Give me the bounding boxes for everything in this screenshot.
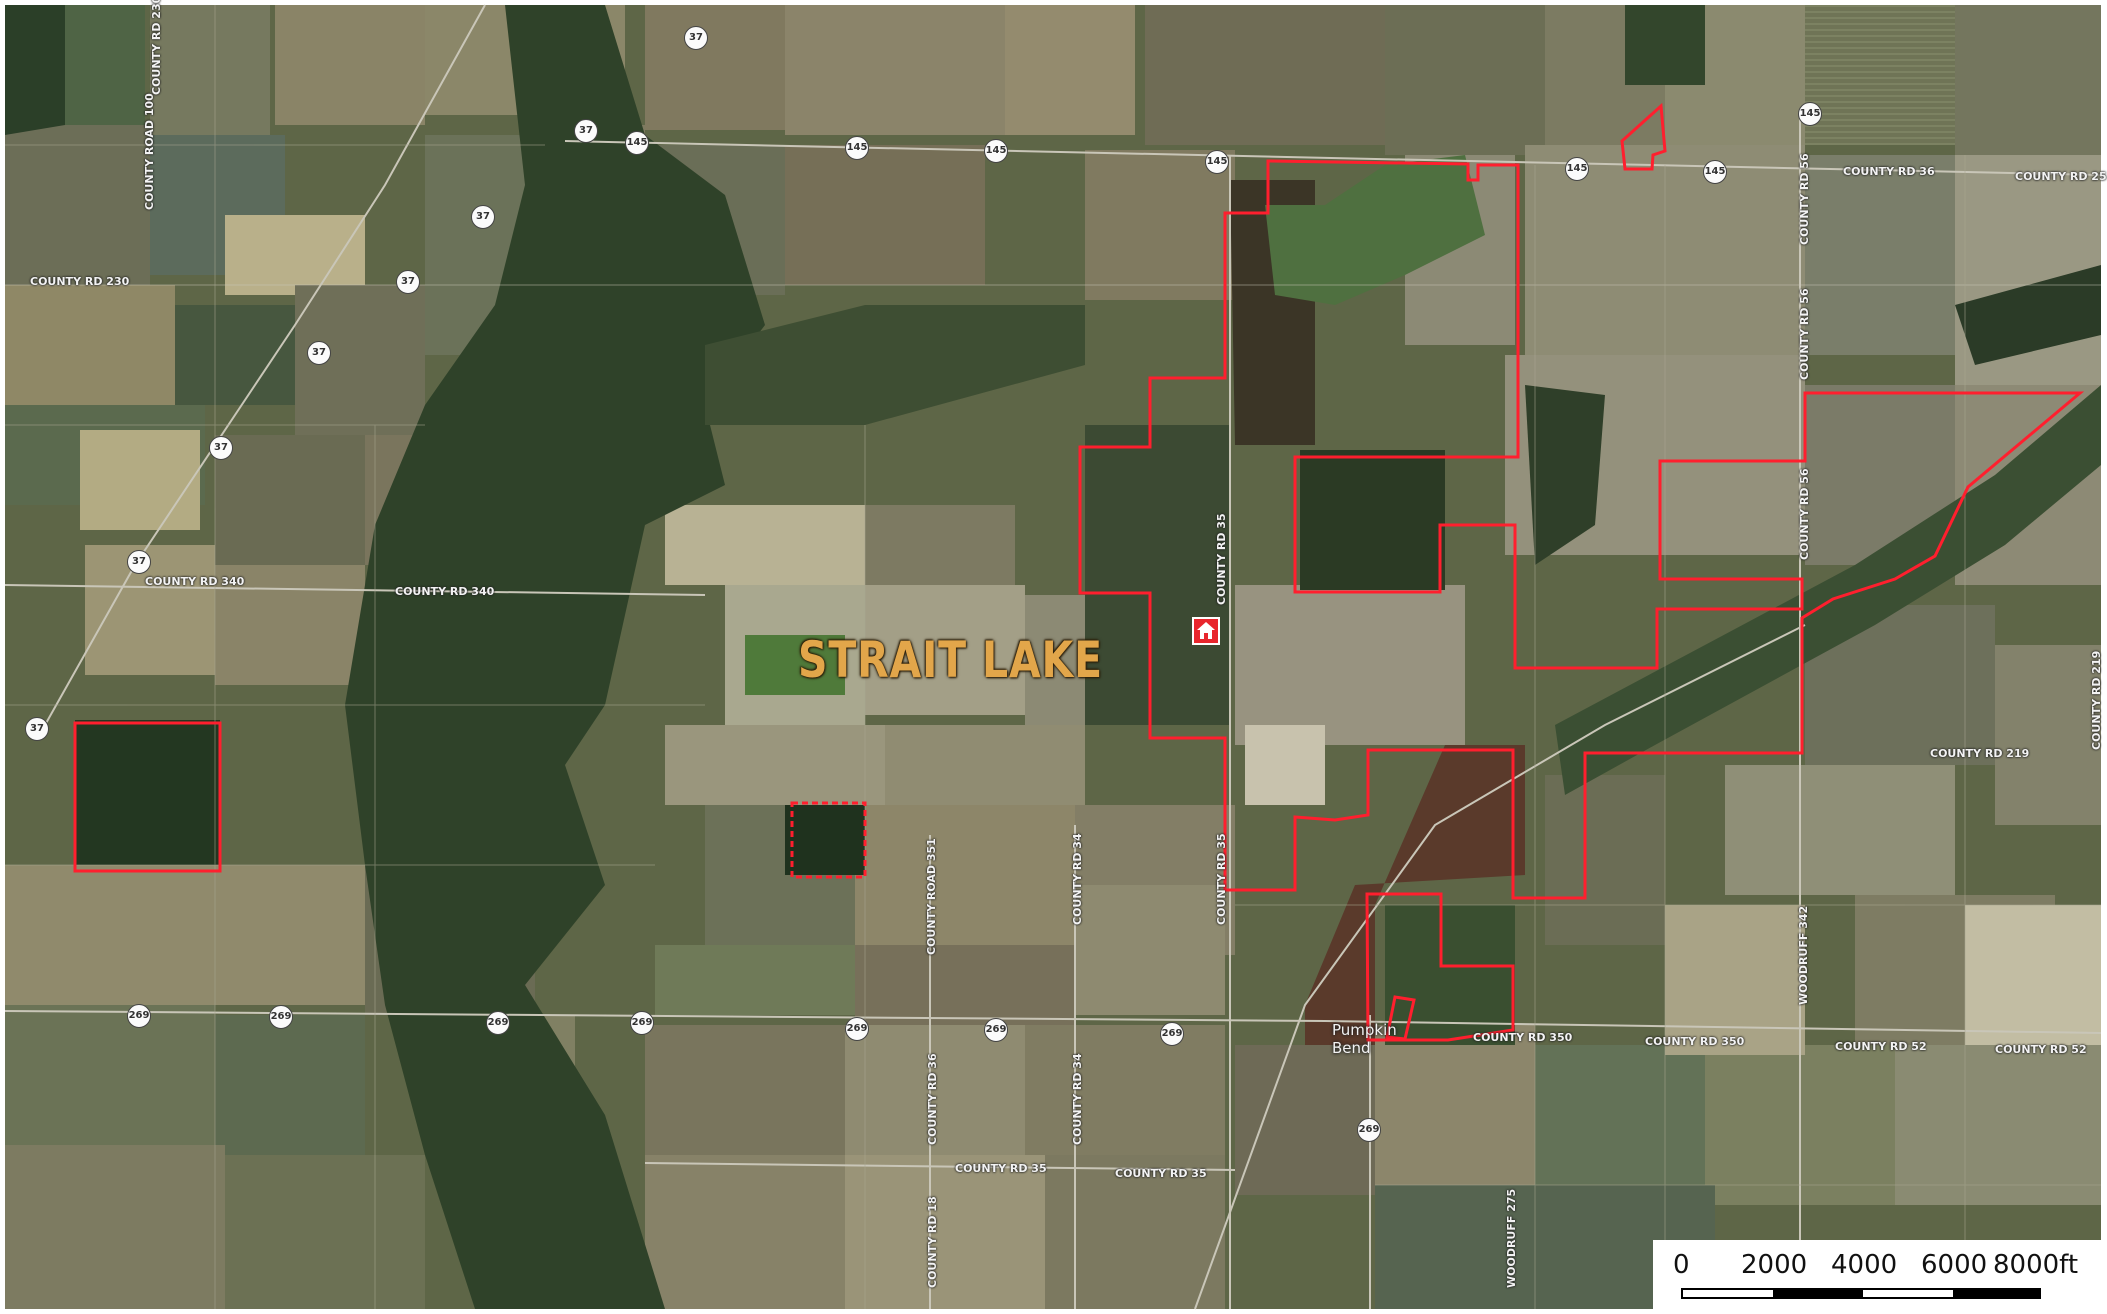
road-label: COUNTY RD 36 [1843, 165, 1935, 178]
road-label-vertical: COUNTY RD 36 [926, 1053, 939, 1145]
field-lines [5, 5, 2101, 1309]
home-icon [1197, 622, 1215, 639]
boundary-dashed-tract [790, 801, 867, 879]
town-label-line-2: Bend [1332, 1039, 1371, 1057]
route-shield: 145 [1703, 160, 1727, 184]
road-label-vertical: COUNTY RD 56 [1798, 468, 1811, 560]
boundary-south-tract [1365, 892, 1515, 1042]
road-label-vertical: COUNTY RD 230 [150, 0, 163, 95]
road-label-vertical: COUNTY RD 35 [1215, 833, 1228, 925]
road-label-vertical: COUNTY RD 35 [1215, 513, 1228, 605]
boundary-small-notch [1385, 995, 1416, 1041]
route-shield: 269 [630, 1011, 654, 1035]
route-shield: 37 [574, 119, 598, 143]
map-imagery [4, 4, 2102, 1310]
route-shield: 269 [1357, 1118, 1381, 1142]
road-label-vertical: COUNTY RD 34 [1071, 833, 1084, 925]
road-label-vertical: WOODRUFF 275 [1505, 1188, 1518, 1288]
route-shield: 145 [625, 131, 649, 155]
route-shield: 37 [471, 205, 495, 229]
town-label-pumpkin-bend: Pumpkin Bend [1332, 1021, 1397, 1057]
road-label-vertical: COUNTY RD 219 [2090, 650, 2103, 750]
road-label: COUNTY RD 35 [1115, 1167, 1207, 1180]
route-shield: 37 [209, 436, 233, 460]
route-shield: 37 [25, 717, 49, 741]
road-label: COUNTY RD 35 [955, 1162, 1047, 1175]
road-label: COUNTY RD 219 [1930, 747, 2030, 760]
road-label: COUNTY RD 350 [1645, 1035, 1745, 1048]
route-shield: 145 [1798, 102, 1822, 126]
road-label-vertical: COUNTY ROAD 100 [143, 93, 156, 210]
scale-bar-segment [1953, 1290, 2039, 1297]
scale-label: 6000 [1921, 1250, 1988, 1280]
road-label-vertical: COUNTY RD 56 [1798, 153, 1811, 245]
route-shield: 145 [1205, 150, 1229, 174]
scale-bar-graphic [1681, 1288, 2041, 1299]
boundary-main-tract [1078, 159, 2085, 900]
scale-bar: 0 2000 4000 6000 8000ft [1653, 1240, 2101, 1314]
route-shield: 37 [684, 26, 708, 50]
road-label: COUNTY RD 350 [1473, 1031, 1573, 1044]
road-label: COUNTY RD 340 [395, 585, 495, 598]
town-label-line-1: Pumpkin [1332, 1021, 1397, 1039]
road-label-vertical: COUNTY ROAD 351 [925, 838, 938, 955]
route-shield: 269 [127, 1004, 151, 1028]
road-label: COUNTY RD 340 [145, 575, 245, 588]
route-shield: 269 [845, 1017, 869, 1041]
satellite-map[interactable]: STRAIT LAKE Pumpkin Bend COUNTY RD 230 C… [4, 0, 2107, 1310]
route-shield: 269 [984, 1018, 1008, 1042]
place-label-strait-lake: STRAIT LAKE [798, 631, 1103, 689]
route-shield: 37 [127, 550, 151, 574]
route-shield: 269 [1160, 1022, 1184, 1046]
scale-label: 2000 [1741, 1250, 1808, 1280]
route-shield: 145 [984, 139, 1008, 163]
road-label-vertical: COUNTY RD 18 [926, 1196, 939, 1288]
road-label: COUNTY RD 52 [1835, 1040, 1927, 1053]
property-marker[interactable] [1192, 617, 1220, 645]
scale-label: 8000ft [1993, 1250, 2079, 1280]
forest-areas [5, 5, 2101, 1309]
route-shield: 37 [396, 270, 420, 294]
road-label: COUNTY RD 52 [1995, 1043, 2087, 1056]
scale-label: 4000 [1831, 1250, 1898, 1280]
route-shield: 37 [307, 341, 331, 365]
road-label-vertical: COUNTY RD 56 [1798, 288, 1811, 380]
route-shield: 145 [845, 136, 869, 160]
route-shield: 145 [1565, 157, 1589, 181]
route-shield: 269 [486, 1011, 510, 1035]
boundary-west-tract [73, 721, 222, 873]
scale-bar-segment [1773, 1290, 1863, 1297]
property-boundaries [73, 102, 2085, 1042]
road-label-vertical: WOODRUFF 342 [1797, 905, 1810, 1005]
road-label-vertical: COUNTY RD 34 [1071, 1053, 1084, 1145]
road-label: COUNTY RD 230 [30, 275, 130, 288]
roads [4, 4, 2102, 1310]
road-label: COUNTY RD 25 [2015, 170, 2107, 183]
route-shield: 269 [269, 1005, 293, 1029]
boundary-north-sliver [1620, 102, 1667, 171]
scale-label: 0 [1673, 1250, 1690, 1280]
